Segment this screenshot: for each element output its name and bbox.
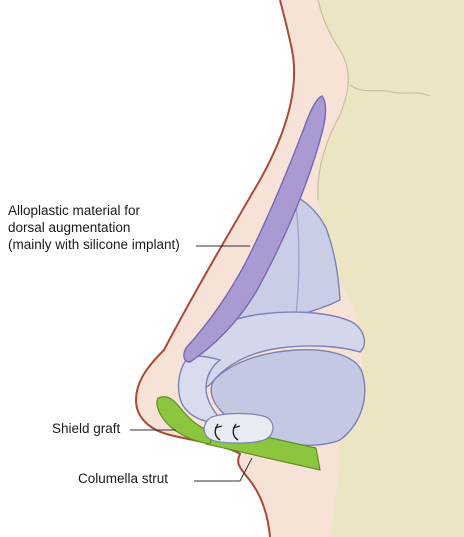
shield-graft-label: Shield graft: [52, 421, 121, 436]
medial-crura: [177, 355, 222, 423]
skin-profile-line: [134, 0, 296, 537]
cartilage-segment: [203, 412, 274, 444]
silicone-implant: [183, 95, 327, 363]
alloplastic-label-line3: (mainly with silicone implant): [8, 237, 180, 252]
columella-strut-leader-line: [194, 457, 253, 482]
upper-lateral-cartilage-shadow: [295, 204, 300, 317]
alloplastic-material-label: Alloplastic material for dorsal augmenta…: [8, 202, 180, 253]
alloplastic-label-line2: dorsal augmentation: [8, 220, 131, 235]
nasal-bone: [317, 0, 464, 537]
suture-marks: [214, 423, 241, 441]
columella-strut-label: Columella strut: [78, 471, 169, 486]
bone-suture-line: [349, 84, 431, 97]
nasal-bone-edge: [317, 0, 349, 201]
alloplastic-label-line1: Alloplastic material for: [8, 203, 141, 218]
